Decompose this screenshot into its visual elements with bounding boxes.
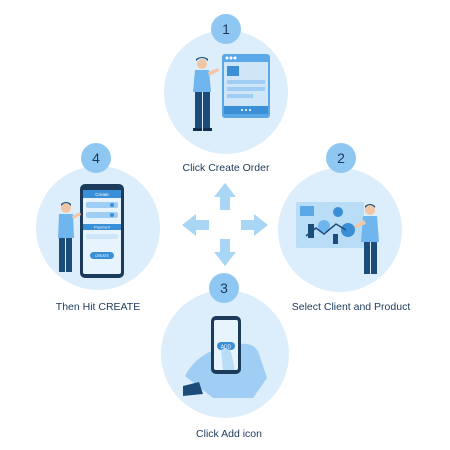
- step-4-label: Then Hit CREATE: [55, 301, 141, 313]
- step-3-label: Click Add icon: [196, 428, 262, 440]
- step-3-circle: ADD: [161, 290, 289, 418]
- add-button-text: ADD: [221, 345, 232, 351]
- arrow-down-icon: [214, 239, 236, 266]
- step-1-circle: [164, 30, 288, 154]
- person-with-phone-form-illustration: Create Payment CREATE: [58, 184, 124, 278]
- step-1-badge: 1: [211, 14, 241, 44]
- form-create-button-text: CREATE: [95, 254, 110, 258]
- step-2-label: Select Client and Product: [291, 301, 411, 313]
- hand-tapping-phone-illustration: ADD: [183, 316, 267, 398]
- step-1-label: Click Create Order: [182, 162, 270, 174]
- form-section-text: Payment: [94, 225, 111, 230]
- form-header-text: Create: [95, 192, 109, 197]
- step-4-circle: Create Payment CREATE: [36, 166, 160, 290]
- arrow-right-icon: [241, 214, 268, 236]
- arrow-left-icon: [182, 214, 209, 236]
- arrow-up-icon: [214, 183, 236, 210]
- step-2-circle: [278, 168, 402, 292]
- person-with-product-board-illustration: [296, 202, 379, 274]
- step-4-badge: 4: [81, 143, 111, 173]
- step-2-badge: 2: [326, 143, 356, 173]
- person-with-browser-window-illustration: [193, 54, 270, 131]
- step-3-badge: 3: [209, 273, 239, 303]
